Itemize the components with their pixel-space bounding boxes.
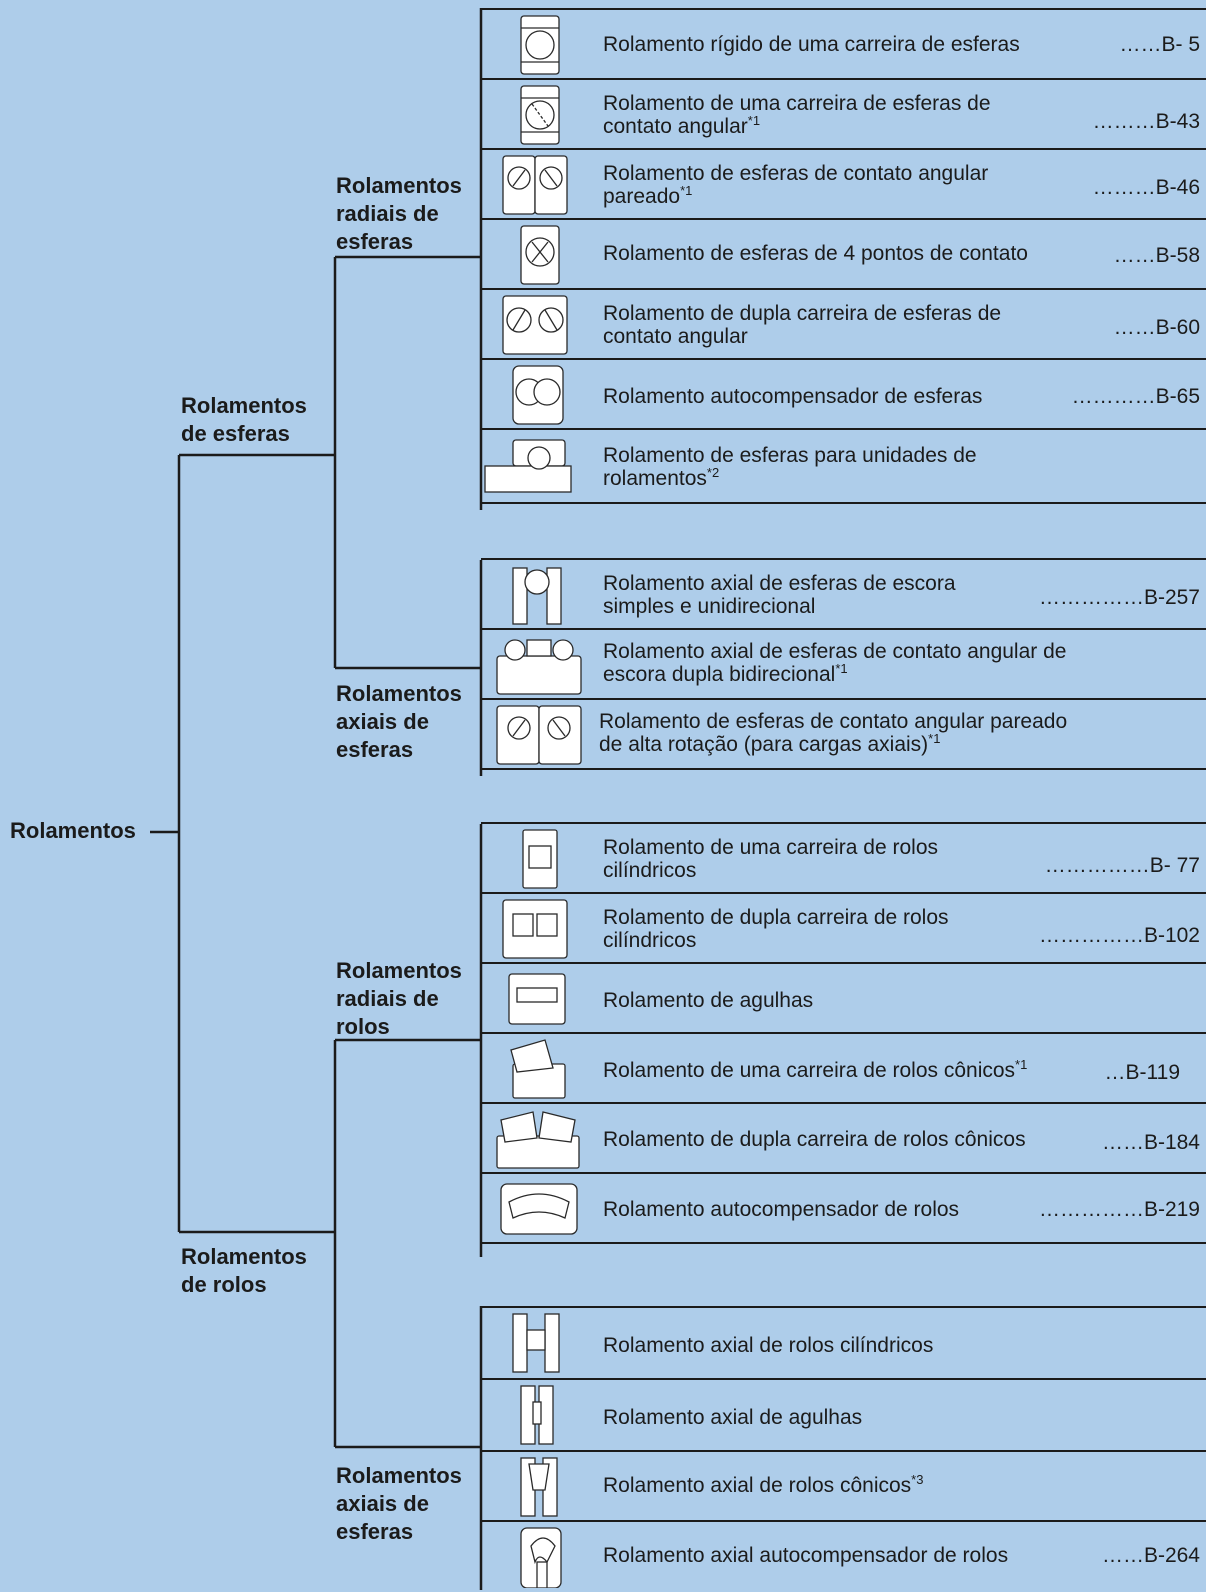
footnote-marker: *2 — [706, 465, 720, 480]
row-name: Rolamento de uma carreira de esferas de … — [603, 92, 991, 138]
row-name: Rolamento de dupla carreira de rolos côn… — [603, 1128, 1026, 1151]
list-item[interactable]: Rolamento axial de rolos cilíndricos — [481, 1306, 1206, 1378]
row-name: Rolamento axial de agulhas — [603, 1406, 863, 1429]
row-ref: …………B-65 — [1071, 385, 1200, 408]
cylindrical-roller-icon — [522, 829, 558, 889]
row-name: Rolamento axial de rolos cilíndricos — [603, 1334, 934, 1357]
row-name: Rolamento axial de esferas de escora sim… — [603, 572, 956, 618]
double-direction-angular-thrust-icon — [496, 639, 582, 695]
row-ref: ……B-60 — [1113, 316, 1200, 339]
row-name: Rolamento de esferas de contato angular … — [599, 710, 1068, 756]
cylindrical-thrust-roller-icon — [512, 1313, 560, 1373]
self-aligning-ball-icon — [512, 365, 564, 425]
list-item[interactable]: Rolamento de esferas de contato angular … — [481, 698, 1206, 770]
footnote-marker: *1 — [835, 661, 848, 676]
tapered-roller-icon — [510, 1039, 566, 1099]
row-name: Rolamento axial autocompensador de rolos — [603, 1544, 1009, 1567]
row-name: Rolamento de esferas de contato angular … — [603, 162, 989, 208]
list-item[interactable]: Rolamento axial autocompensador de rolos… — [481, 1520, 1206, 1592]
row-ref: ……………B-257 — [1038, 586, 1200, 609]
category-label-axial-roller: Rolamentos axiais de esferas — [336, 1463, 462, 1544]
angular-contact-ball-icon — [520, 85, 560, 145]
category-radial-ball: Rolamento rígido de uma carreira de esfe… — [481, 8, 1206, 512]
row-name: Rolamento autocompensador de esferas — [603, 385, 983, 408]
row-ref: ………B-46 — [1092, 176, 1200, 199]
row-name: Rolamento autocompensador de rolos — [603, 1198, 960, 1221]
row-ref: ……B-264 — [1101, 1544, 1200, 1567]
row-name: Rolamento de dupla carreira de esferas d… — [603, 302, 1002, 348]
list-item[interactable]: Rolamento de uma carreira de rolos cônic… — [481, 1032, 1206, 1102]
row-name: Rolamento de agulhas — [603, 989, 814, 1012]
row-ref: ……………B-219 — [1038, 1198, 1200, 1221]
footnote-marker: *1 — [1015, 1057, 1028, 1072]
category-axial-ball: Rolamento axial de esferas de escora sim… — [481, 558, 1206, 778]
thrust-ball-icon — [512, 567, 562, 625]
row-name: Rolamento de uma carreira de rolos cilín… — [603, 836, 938, 882]
list-item[interactable]: Rolamento de uma carreira de rolos cilín… — [481, 822, 1206, 892]
list-item[interactable]: Rolamento de esferas para unidades de ro… — [481, 428, 1206, 504]
footnote-marker: *1 — [928, 731, 941, 746]
footnote-marker: *1 — [680, 183, 693, 198]
group-label-roller: Rolamentos de rolos — [181, 1244, 307, 1297]
row-ref: ……B- 5 — [1119, 33, 1200, 56]
list-item[interactable]: Rolamento axial de esferas de contato an… — [481, 628, 1206, 698]
row-ref: …B-119 — [1104, 1061, 1180, 1084]
group-label-ball: Rolamentos de esferas — [181, 393, 307, 446]
row-name: Rolamento de esferas de 4 pontos de cont… — [603, 242, 1028, 265]
list-item[interactable]: Rolamento axial de esferas de escora sim… — [481, 558, 1206, 628]
row-ref: ………B-43 — [1092, 110, 1200, 133]
row-ref: ……B-184 — [1101, 1131, 1200, 1154]
category-radial-roller: Rolamento de uma carreira de rolos cilín… — [481, 822, 1206, 1260]
footnote-marker: *3 — [911, 1472, 924, 1487]
list-item[interactable]: Rolamento de dupla carreira de esferas d… — [481, 288, 1206, 358]
category-axial-roller: Rolamento axial de rolos cilíndricos Rol… — [481, 1306, 1206, 1590]
needle-roller-icon — [508, 973, 566, 1025]
category-label-radial-roller: Rolamentos radiais de rolos — [336, 958, 462, 1039]
double-row-tapered-roller-icon — [496, 1111, 580, 1169]
duplex-angular-ball-icon — [502, 155, 568, 215]
double-row-angular-ball-icon — [502, 295, 568, 355]
root-label: Rolamentos — [10, 818, 136, 843]
deep-groove-ball-icon — [520, 15, 560, 75]
needle-thrust-icon — [520, 1385, 554, 1445]
list-item[interactable]: Rolamento axial de agulhas — [481, 1378, 1206, 1450]
row-name: Rolamento de dupla carreira de rolos cil… — [603, 906, 949, 952]
category-label-radial-ball: Rolamentos radiais de esferas — [336, 173, 462, 254]
spherical-thrust-roller-icon — [520, 1527, 562, 1588]
row-ref: ……………B-102 — [1038, 924, 1200, 947]
list-item[interactable]: Rolamento de esferas de 4 pontos de cont… — [481, 218, 1206, 288]
footnote-marker: *1 — [747, 113, 761, 128]
row-name: Rolamento de esferas para unidades de ro… — [603, 444, 977, 490]
row-name: Rolamento de uma carreira de rolos cônic… — [603, 1057, 1028, 1082]
list-item[interactable]: Rolamento axial de rolos cônicos*3 — [481, 1450, 1206, 1520]
list-item[interactable]: Rolamento de dupla carreira de rolos cil… — [481, 892, 1206, 962]
list-item[interactable]: Rolamento autocompensador de rolos ……………… — [481, 1172, 1206, 1244]
bearing-unit-ball-icon — [484, 439, 572, 493]
list-item[interactable]: Rolamento de esferas de contato angular … — [481, 148, 1206, 218]
double-row-cylindrical-roller-icon — [502, 899, 568, 959]
list-item[interactable]: Rolamento de agulhas — [481, 962, 1206, 1032]
list-item[interactable]: Rolamento de dupla carreira de rolos côn… — [481, 1102, 1206, 1172]
high-speed-duplex-angular-icon — [496, 705, 582, 765]
row-ref: ……B-58 — [1113, 244, 1200, 267]
row-name: Rolamento axial de rolos cônicos*3 — [603, 1472, 924, 1497]
tapered-thrust-roller-icon — [520, 1457, 558, 1517]
category-label-axial-ball: Rolamentos axiais de esferas — [336, 681, 462, 762]
list-item[interactable]: Rolamento de uma carreira de esferas de … — [481, 78, 1206, 148]
row-ref: ……………B- 77 — [1044, 854, 1200, 877]
list-item[interactable]: Rolamento autocompensador de esferas ………… — [481, 358, 1206, 428]
four-point-contact-ball-icon — [520, 225, 560, 285]
row-name: Rolamento rígido de uma carreira de esfe… — [603, 33, 1020, 56]
spherical-roller-icon — [500, 1183, 578, 1235]
row-name: Rolamento axial de esferas de contato an… — [603, 640, 1067, 686]
list-item[interactable]: Rolamento rígido de uma carreira de esfe… — [481, 8, 1206, 78]
